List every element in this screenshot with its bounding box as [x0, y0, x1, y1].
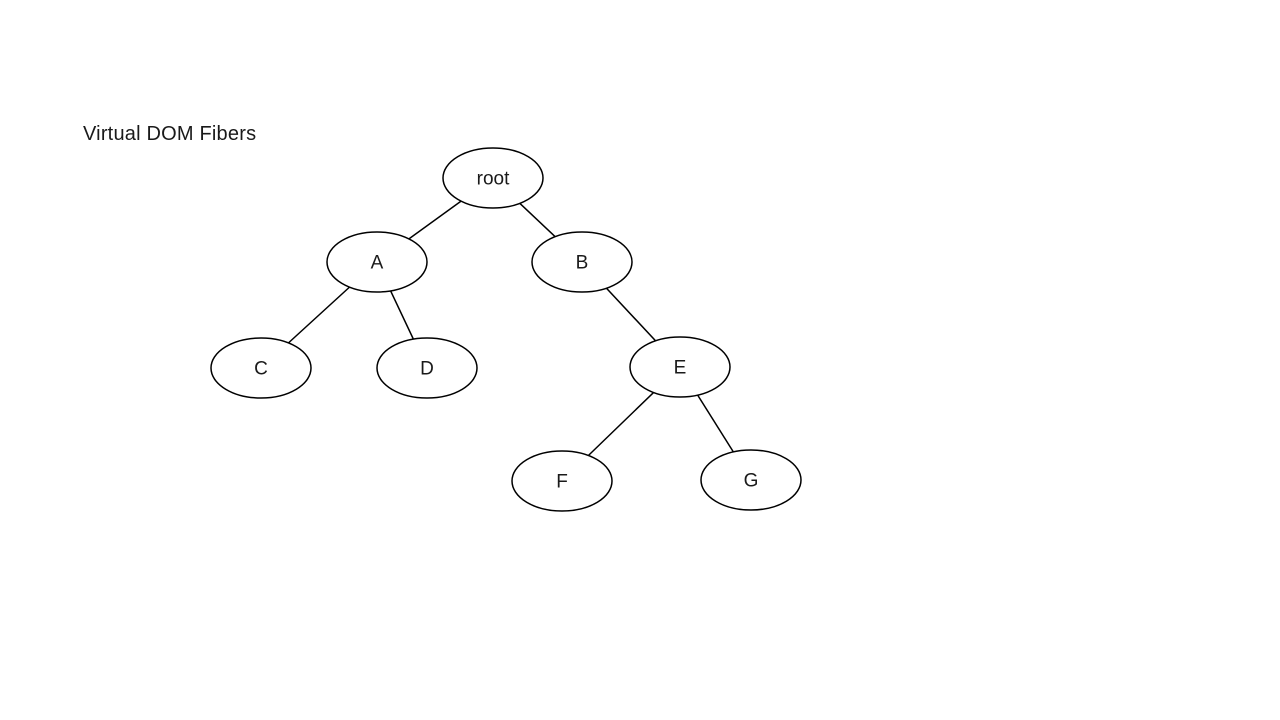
node-label-root: root — [477, 169, 510, 190]
tree-node-D: D — [376, 337, 478, 399]
tree-node-root: root — [442, 147, 544, 209]
node-label-C: C — [254, 359, 268, 380]
node-label-D: D — [420, 359, 434, 380]
tree-node-G: G — [700, 449, 802, 511]
node-ellipse-A — [326, 231, 428, 293]
node-label-F: F — [556, 472, 568, 493]
tree-node-E: E — [629, 336, 731, 398]
node-ellipse-G — [700, 449, 802, 511]
node-label-E: E — [674, 358, 687, 379]
tree-node-F: F — [511, 450, 613, 512]
edges-layer — [260, 177, 752, 482]
node-label-B: B — [576, 253, 589, 274]
diagram-title: Virtual DOM Fibers — [83, 123, 257, 145]
tree-node-C: C — [210, 337, 312, 399]
node-ellipse-D — [376, 337, 478, 399]
node-ellipse-root — [442, 147, 544, 209]
node-ellipse-F — [511, 450, 613, 512]
node-label-G: G — [744, 471, 759, 492]
node-ellipse-B — [531, 231, 633, 293]
node-label-A: A — [371, 253, 384, 274]
node-ellipse-C — [210, 337, 312, 399]
node-ellipse-E — [629, 336, 731, 398]
tree-node-B: B — [531, 231, 633, 293]
tree-node-A: A — [326, 231, 428, 293]
